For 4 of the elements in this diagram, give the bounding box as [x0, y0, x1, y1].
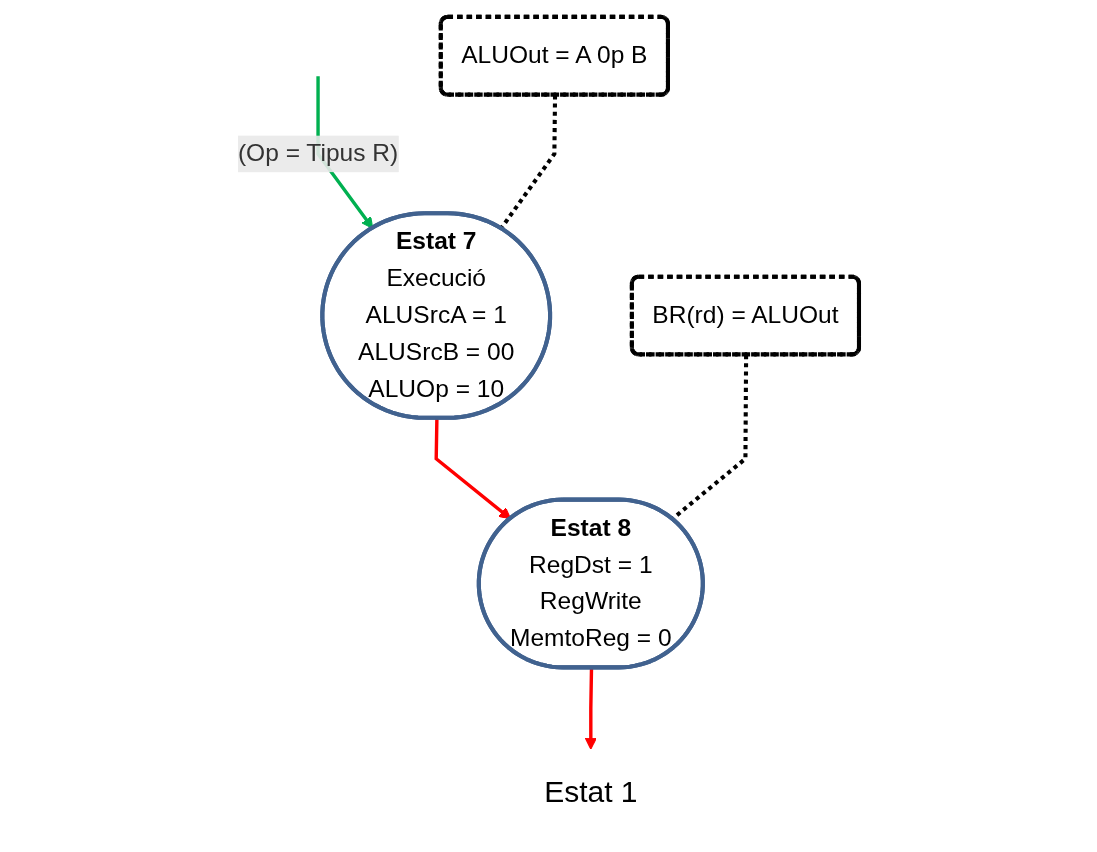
arrow: [434, 418, 512, 520]
arrow: [584, 668, 597, 750]
node-text: Estat 1: [544, 775, 638, 810]
edge-label: (Op = Tipus R): [237, 139, 399, 167]
